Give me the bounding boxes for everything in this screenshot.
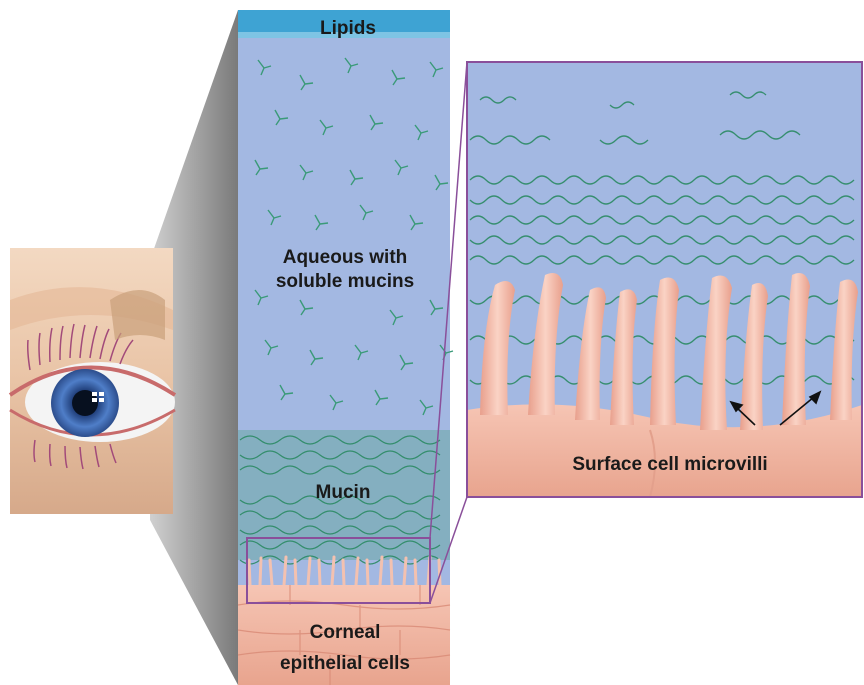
tear-film-column [238,10,453,685]
label-aqueous-line2: soluble mucins [255,271,435,293]
eye-illustration [10,248,175,514]
label-aqueous-line1: Aqueous with [255,247,435,269]
microvilli-inset [467,62,862,497]
label-microvilli: Surface cell microvilli [540,454,800,476]
label-lipids: Lipids [288,18,408,40]
label-mucin: Mucin [288,482,398,504]
label-corneal-line2: epithelial cells [255,653,435,675]
label-corneal-line1: Corneal [265,622,425,644]
